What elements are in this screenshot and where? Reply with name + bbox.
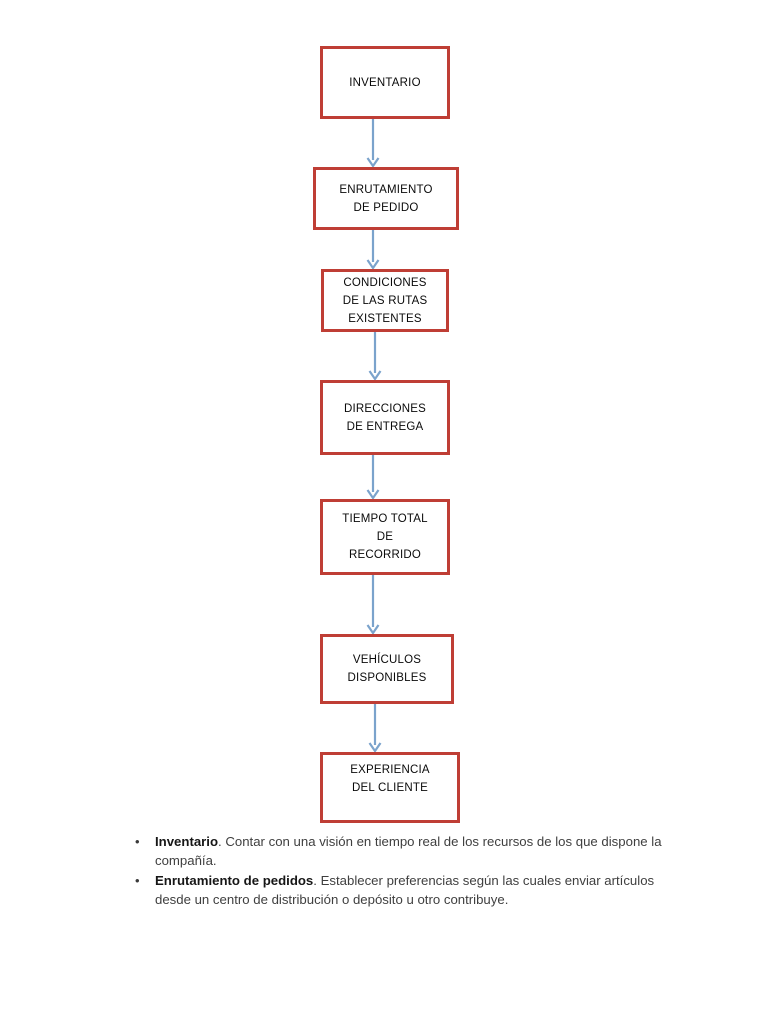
flow-node-direcciones[interactable]: DIRECCIONES DE ENTREGA: [320, 380, 450, 455]
list-item-text: Enrutamiento de pedidos. Establecer pref…: [155, 871, 669, 910]
flow-node-label-vehiculos: VEHÍCULOS DISPONIBLES: [347, 654, 427, 684]
flowchart-diagram: INVENTARIO ENRUTAMIENTO DE PEDIDO CONDICIO…: [313, 46, 460, 823]
flow-node-enrutamiento[interactable]: ENRUTAMIENTO DE PEDIDO: [313, 167, 459, 230]
flow-node-inventario[interactable]: INVENTARIO: [320, 46, 450, 119]
flow-arrow-inventario-to-enrutamiento: [361, 119, 385, 167]
flow-arrow-tiempo-to-vehiculos: [361, 575, 385, 634]
flow-node-label-direcciones: DIRECCIONES DE ENTREGA: [343, 402, 427, 433]
list-item-term: Inventario: [155, 834, 219, 849]
flow-arrow-condiciones-to-direcciones: [363, 332, 387, 380]
list-item-text: Inventario. Contar con una visión en tie…: [155, 832, 669, 871]
list-item-description: . Contar con una visión en tiempo real d…: [155, 834, 662, 869]
bullet-icon: •: [135, 834, 140, 849]
bullet-icon: •: [135, 872, 140, 888]
flow-node-vehiculos[interactable]: VEHÍCULOS DISPONIBLES: [320, 634, 454, 704]
flow-arrow-direcciones-to-tiempo: [361, 455, 385, 499]
notes-bullet-list: • Inventario. Contar con una visión en ti…: [129, 832, 669, 909]
flow-node-condiciones[interactable]: CONDICIONES DE LAS RUTAS EXISTENTES: [321, 269, 449, 332]
flow-node-label-inventario: INVENTARIO: [349, 76, 421, 89]
flow-node-label-experiencia: EXPERIENCIA DEL CLIENTE: [350, 764, 430, 794]
flow-arrow-enrutamiento-to-condiciones: [361, 230, 385, 269]
flow-node-tiempo[interactable]: TIEMPO TOTAL DE RECORRIDO: [320, 499, 450, 575]
flow-node-label-enrutamiento: ENRUTAMIENTO DE PEDIDO: [339, 183, 433, 214]
flow-node-experiencia[interactable]: EXPERIENCIA DEL CLIENTE: [320, 752, 460, 823]
list-item-description: . Establecer preferencias según las cual…: [155, 872, 655, 907]
flow-arrow-vehiculos-to-experiencia: [363, 704, 387, 752]
list-item-term: Enrutamiento de pedidos: [155, 872, 314, 888]
list-item: • Enrutamiento de pedidos. Establecer pre…: [129, 871, 669, 910]
list-item: • Inventario. Contar con una visión en ti…: [129, 832, 669, 871]
flow-node-label-tiempo: TIEMPO TOTAL DE RECORRIDO: [342, 513, 428, 561]
flow-node-label-condiciones: CONDICIONES DE LAS RUTAS EXISTENTES: [342, 276, 428, 325]
